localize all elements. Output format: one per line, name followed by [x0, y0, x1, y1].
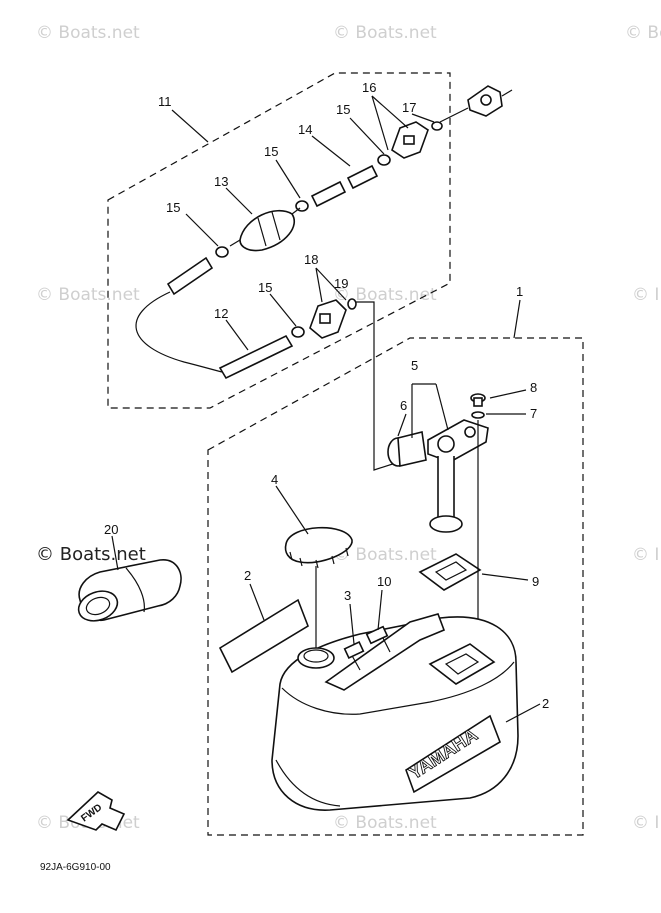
label-2-icon: [218, 598, 309, 674]
callout-1: 1: [516, 284, 523, 299]
callout-17: 17: [402, 100, 416, 115]
watermark-mid-left: © Boats.net: [36, 285, 140, 305]
washer-7-icon: [471, 411, 485, 419]
clip-15-left-icon: [215, 246, 229, 258]
callout-20: 20: [104, 522, 118, 537]
drawing-code: 92JA-6G910-00: [40, 862, 111, 873]
callout-11: 11: [158, 94, 172, 109]
callout-numbers: 1 2 2 3 4 5 6 7 8 9 10 11 12 13 14 15 15…: [104, 80, 549, 711]
fuel-tank-body-icon: [271, 613, 519, 811]
watermark-mid-right: © I: [632, 285, 659, 305]
callout-15-a: 15: [166, 200, 180, 215]
callout-10: 10: [377, 574, 391, 589]
watermark-top-right: © Bo: [625, 23, 661, 43]
watermark-dark: © Boats.net: [36, 544, 146, 565]
callout-19: 19: [334, 276, 348, 291]
o-ring-19-icon: [347, 298, 357, 310]
screw-8-icon: [470, 393, 486, 407]
fwd-arrow-icon: [66, 791, 126, 832]
callout-7: 7: [530, 406, 537, 421]
callout-9: 9: [532, 574, 539, 589]
callout-16: 16: [362, 80, 376, 95]
clip-15-top-icon: [377, 154, 391, 166]
tank-connector-18-icon: [309, 299, 347, 339]
hose-segment-upper-icon: [166, 256, 214, 296]
callout-15-b: 15: [264, 144, 278, 159]
callout-8: 8: [530, 380, 537, 395]
hose-connector-16-icon: [391, 121, 429, 159]
watermark-lower-right: © I: [632, 545, 659, 565]
label-3-icon: [343, 641, 365, 659]
watermark-lower-center: © Boats.net: [333, 545, 437, 565]
watermark-bottom-right: © I: [632, 813, 659, 833]
callout-18: 18: [304, 252, 318, 267]
tank-cap-4-icon: [284, 526, 353, 569]
o-ring-17-icon: [431, 121, 443, 131]
callout-15-d: 15: [258, 280, 272, 295]
fuel-pickup-5-icon: [427, 419, 489, 533]
callout-6: 6: [400, 398, 407, 413]
callout-13: 13: [214, 174, 228, 189]
callout-3: 3: [344, 588, 351, 603]
callout-4: 4: [271, 472, 278, 487]
primer-bulb-icon: [229, 207, 301, 252]
watermark-mid-center: © Boats.net: [333, 285, 437, 305]
callout-14: 14: [298, 122, 312, 137]
connector-leader-line: [355, 301, 406, 471]
label-10-icon: [365, 625, 389, 645]
engine-connector-icon: [439, 85, 513, 123]
callout-5: 5: [411, 358, 418, 373]
watermark-top-center: © Boats.net: [333, 23, 437, 43]
callout-15-c: 15: [336, 102, 350, 117]
watermark-top-left: © Boats.net: [36, 23, 140, 43]
callout-leaders: [111, 95, 541, 723]
gasket-9-icon: [418, 553, 482, 591]
hose-segment-14-icon: [310, 164, 379, 208]
adapter-20-icon: [77, 559, 182, 622]
callout-12: 12: [214, 306, 228, 321]
joint-6-icon: [387, 431, 427, 467]
callout-2-tank: 2: [542, 696, 549, 711]
watermark-bottom-center: © Boats.net: [333, 813, 437, 833]
tank-assembly-boundary: [207, 337, 584, 836]
callout-2-label: 2: [244, 568, 251, 583]
fuel-hose-12-icon: [135, 291, 223, 373]
clip-15-lower-icon: [291, 326, 305, 338]
hose-segment-lower-icon: [218, 334, 294, 380]
